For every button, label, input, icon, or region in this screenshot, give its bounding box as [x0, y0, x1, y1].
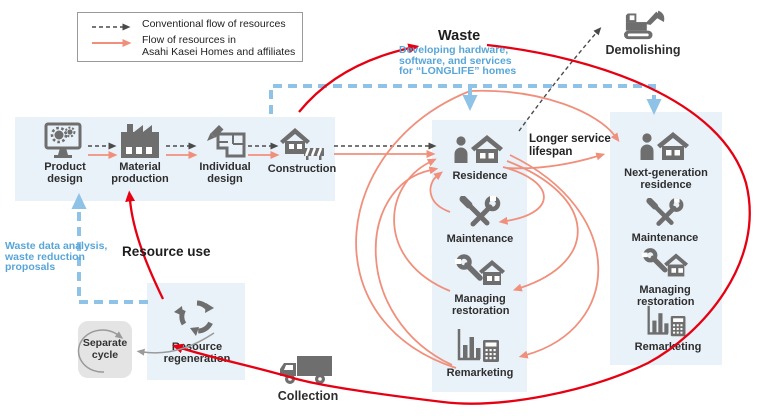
- waste-data-line: Waste data analysis,: [5, 240, 108, 252]
- longer-service-label: Longer service lifespan: [529, 133, 611, 158]
- legend-label: Conventional flow of resources: [142, 18, 286, 30]
- house-construction-icon: [280, 128, 324, 160]
- pencil-blueprint-icon: [207, 125, 246, 158]
- node-product-design: Product design: [25, 122, 105, 186]
- node-label: Resource regeneration: [163, 341, 231, 365]
- dashed-flow-residence-to-demolishing: [518, 27, 602, 132]
- truck-icon: [280, 356, 332, 384]
- node-label: Product design: [44, 161, 86, 185]
- node-label: Residence: [452, 170, 508, 182]
- node-next-gen-remarketing: Remarketing: [618, 303, 718, 354]
- developing-note: Developing hardware, software, and servi…: [399, 45, 516, 77]
- person-house-icon: [640, 132, 689, 160]
- node-next-generation-residence: Next-generation residence: [612, 128, 720, 192]
- node-next-gen-managing-restoration: Managing restoration: [615, 246, 715, 309]
- chart-calculator-icon: [647, 305, 686, 337]
- salmon-arrow-sample-icon: [92, 39, 132, 47]
- resource-use-label: Resource use: [122, 244, 211, 259]
- waste-data-line: proposals: [5, 261, 56, 274]
- tools-icon: [646, 198, 684, 226]
- legend-item-conventional: Conventional flow of resources: [90, 18, 302, 32]
- node-label: Collection: [277, 389, 339, 403]
- dashed-arrow-sample-icon: [92, 23, 131, 31]
- separate-cycle-label: Separate cycle: [82, 337, 128, 361]
- blue-dashed-construction-to-nextgen: [269, 84, 662, 115]
- separate-cycle-box: Separate cycle: [78, 321, 132, 378]
- legend-label: Flow of resources in Asahi Kasei Homes a…: [142, 34, 296, 58]
- node-managing-restoration: Managing restoration: [432, 252, 528, 318]
- node-label: Maintenance: [631, 232, 699, 244]
- node-label: Maintenance: [446, 233, 514, 245]
- waste-data-line: waste reduction: [5, 250, 85, 263]
- node-construction: Construction: [262, 124, 342, 176]
- node-demolishing: Demolishing: [598, 4, 688, 58]
- tools-icon: [459, 196, 501, 227]
- node-residence: Residence: [430, 131, 530, 183]
- node-individual-design: Individual design: [185, 122, 265, 186]
- wrench-house-icon: [455, 254, 505, 285]
- node-label: Remarketing: [634, 341, 702, 353]
- recycle-icon: [174, 300, 214, 336]
- longer-service-line: lifespan: [529, 145, 573, 158]
- node-next-gen-maintenance: Maintenance: [615, 198, 715, 245]
- monitor-gear-icon: [44, 122, 82, 158]
- waste-label: Waste: [438, 28, 481, 44]
- node-label: Construction: [267, 163, 337, 175]
- node-maintenance: Maintenance: [432, 196, 528, 246]
- excavator-icon: [624, 10, 665, 40]
- wrench-house-icon: [642, 248, 688, 277]
- node-label: Demolishing: [605, 43, 681, 57]
- longer-service-line: Longer service: [529, 133, 611, 145]
- node-label: Managing restoration: [452, 293, 510, 317]
- node-remarketing: Remarketing: [432, 326, 528, 380]
- waste-data-note: Waste data analysis, waste reduction pro…: [5, 241, 107, 273]
- person-house-icon: [454, 135, 503, 163]
- developing-note-line: for “LONGLIFE” homes: [399, 65, 517, 78]
- factory-icon: [121, 124, 159, 158]
- chart-calculator-icon: [457, 329, 499, 362]
- node-label: Remarketing: [446, 367, 514, 379]
- node-label: Individual design: [199, 161, 251, 185]
- node-collection: Collection: [268, 352, 348, 404]
- node-label: Material production: [111, 161, 169, 185]
- legend-item-asahi: Flow of resources in Asahi Kasei Homes a…: [90, 34, 302, 58]
- node-resource-regeneration: Resource regeneration: [152, 294, 242, 366]
- red-flow-construction-to-waste: [298, 43, 420, 113]
- node-material-production: Material production: [100, 120, 180, 186]
- legend-box: Conventional flow of resources Flow of r…: [77, 12, 303, 62]
- node-label: Next-generation residence: [624, 167, 708, 191]
